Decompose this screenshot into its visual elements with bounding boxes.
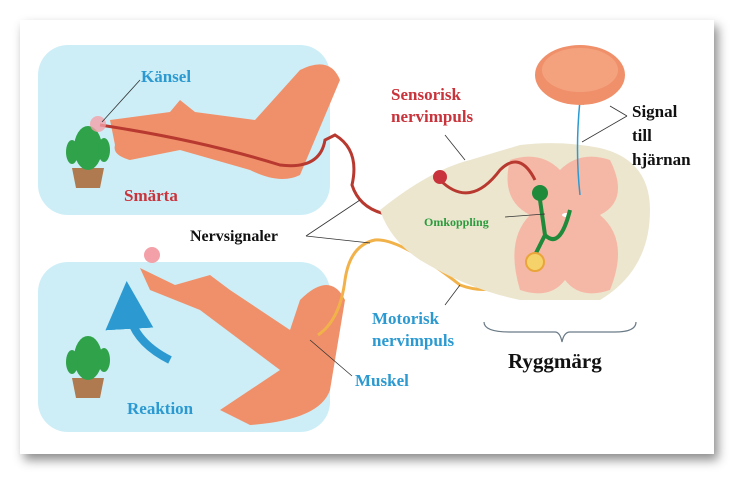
label-motorisk-line1: Motorisk — [372, 309, 440, 328]
label-muskel: Muskel — [355, 371, 409, 390]
label-omkoppling: Omkoppling — [424, 215, 489, 229]
label-reaktion: Reaktion — [127, 399, 194, 418]
label-nervsignaler: Nervsignaler — [190, 228, 278, 245]
leader-lines — [101, 79, 628, 377]
label-smarta: Smärta — [124, 186, 178, 205]
cactus-top-icon — [66, 116, 110, 188]
label-signal-line3: hjärnan — [632, 150, 691, 169]
label-signal-line2: till — [632, 126, 652, 145]
label-kansel: Känsel — [141, 67, 191, 86]
label-sensorisk-line1: Sensorisk — [391, 85, 461, 104]
reaction-arrow-icon — [105, 281, 172, 364]
spinal-cord-brace — [483, 321, 637, 343]
label-signal-line1: Signal — [632, 102, 678, 121]
label-sensorisk-line2: nervimpuls — [391, 107, 474, 126]
brain-icon — [535, 45, 625, 105]
spinal-cord — [380, 95, 650, 300]
label-ryggmarg: Ryggmärg — [508, 349, 602, 373]
label-motorisk-line2: nervimpuls — [372, 331, 455, 350]
cactus-bottom-icon — [66, 336, 110, 398]
